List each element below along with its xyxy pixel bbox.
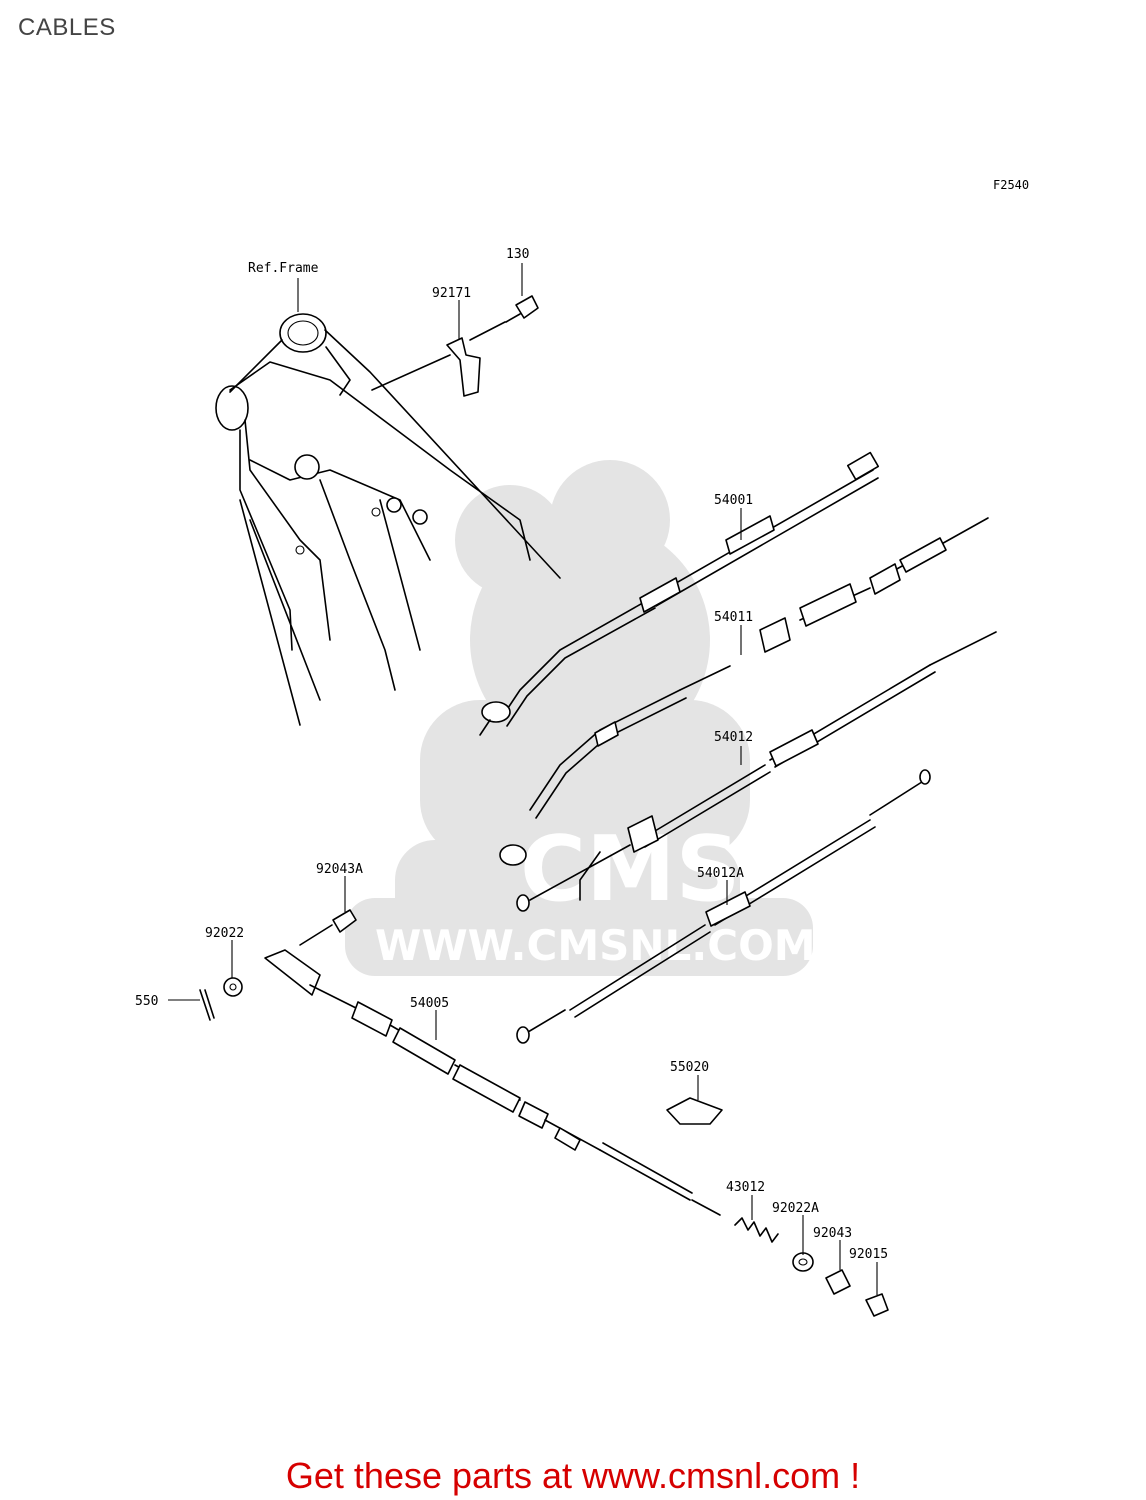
spring-43012 [734,1217,779,1243]
promo-link[interactable]: Get these parts at www.cmsnl.com ! [285,1455,861,1496]
label-92022: 92022 [205,926,244,941]
cable-guide-bracket [371,337,481,397]
label-92043A: 92043A [316,862,363,877]
page-title: CABLES [18,14,116,41]
bolt-130 [469,295,539,341]
leader-lines [168,263,878,1295]
watermark-logo: CMS WWW.CMSNL.COM [345,460,816,976]
cotter-pin-550 [199,989,215,1021]
label-92043: 92043 [813,1226,852,1241]
label-54012A: 54012A [697,866,744,881]
nut-92015 [865,1293,889,1317]
cable-54012 [516,631,997,912]
figure-code: F2540 [993,178,1030,192]
label-55020: 55020 [670,1060,709,1075]
cable-54005 [264,949,721,1216]
watermark-url: WWW.CMSNL.COM [375,921,816,970]
label-54011: 54011 [714,610,753,625]
washer-92022A [792,1252,814,1272]
label-92022A: 92022A [772,1201,819,1216]
collar-92043 [825,1269,851,1295]
cable-54012A [516,769,931,1044]
label-130: 130 [506,247,529,262]
label-92015: 92015 [849,1247,888,1262]
washer-92022 [223,977,243,997]
cable-54001 [479,451,880,736]
cable-54011 [499,517,989,866]
label-ref-frame: Ref.Frame [248,261,319,276]
label-54001: 54001 [714,493,753,508]
label-92171: 92171 [432,286,471,301]
label-54012: 54012 [714,730,753,745]
cable-protector-55020 [666,1097,723,1125]
label-54005: 54005 [410,996,449,1011]
frame-drawing [215,313,561,726]
label-550: 550 [135,994,158,1009]
pin-92043A [299,909,357,946]
label-43012: 43012 [726,1180,765,1195]
